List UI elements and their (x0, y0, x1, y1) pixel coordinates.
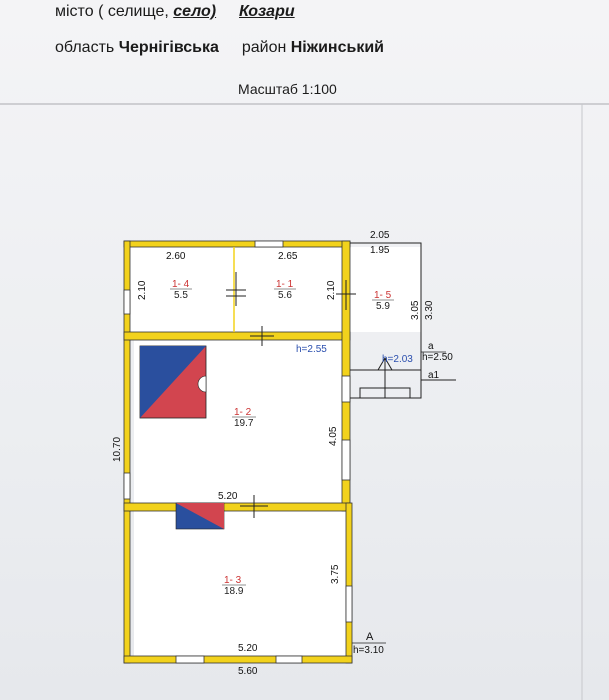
letter-A: А (366, 631, 374, 643)
dim-2-05: 2.05 (370, 230, 390, 241)
letter-a: а (428, 341, 434, 352)
village-type: село) (173, 3, 217, 20)
room-code-1-5: 1- 5 (374, 290, 392, 301)
dim-3-30: 3.30 (424, 300, 435, 320)
room-area-1-2: 19.7 (234, 418, 254, 429)
room-fill (134, 510, 346, 656)
dim-1-95: 1.95 (370, 245, 390, 256)
stove-main (139, 345, 207, 419)
height-2-55: h=2.55 (296, 344, 327, 355)
room-code-1-4: 1- 4 (172, 279, 190, 290)
raion-label: район (241, 39, 287, 56)
doors (226, 272, 393, 518)
room-area-1-1: 5.6 (278, 290, 292, 301)
dim-3-05: 3.05 (410, 300, 421, 320)
raion-name: Ніжинський (290, 39, 385, 56)
settlement-types: ( селище, (98, 3, 169, 20)
room-code-1-1: 1- 1 (276, 279, 294, 290)
oblast-name: Чернігівська (118, 39, 219, 56)
letter-a1: а1 (428, 370, 440, 381)
dim-10-70: 10.70 (112, 437, 123, 462)
room-area-1-3: 18.9 (224, 586, 244, 597)
dim-2-10-left: 2.10 (137, 280, 148, 300)
room-code-1-3: 1- 3 (224, 575, 242, 586)
oblast-label: область (55, 39, 115, 56)
room-area-1-5: 5.9 (376, 301, 390, 312)
room-area-1-4: 5.5 (174, 290, 188, 301)
dim-5-20-mid: 5.20 (218, 491, 238, 502)
room-code-1-2: 1- 2 (234, 407, 252, 418)
room-fill (346, 247, 421, 332)
dim-3-75: 3.75 (330, 564, 341, 584)
header-line-2: область Чернігівська район Ніжинський (55, 39, 384, 57)
stove-secondary (175, 502, 225, 530)
scale-label: Масштаб 1:100 (238, 81, 337, 97)
dim-2-60: 2.60 (166, 251, 186, 262)
city-label: місто (55, 3, 94, 20)
dim-5-20-bottom: 5.20 (238, 643, 258, 654)
floor-plan: 2.60 2.65 2.10 2.10 2.05 1.95 3.05 3.30 … (0, 103, 609, 700)
height-3-10: h=3.10 (353, 645, 384, 656)
dim-4-05: 4.05 (328, 426, 339, 446)
dim-2-10-right: 2.10 (326, 280, 337, 300)
dim-2-65: 2.65 (278, 251, 298, 262)
windows (123, 240, 353, 664)
header-line-1: місто ( селище, село) Козари (55, 3, 295, 21)
village-name: Козари (239, 3, 295, 20)
height-2-03: h=2.03 (382, 354, 413, 365)
dim-5-60: 5.60 (238, 666, 258, 677)
height-2-50: h=2.50 (422, 352, 453, 363)
